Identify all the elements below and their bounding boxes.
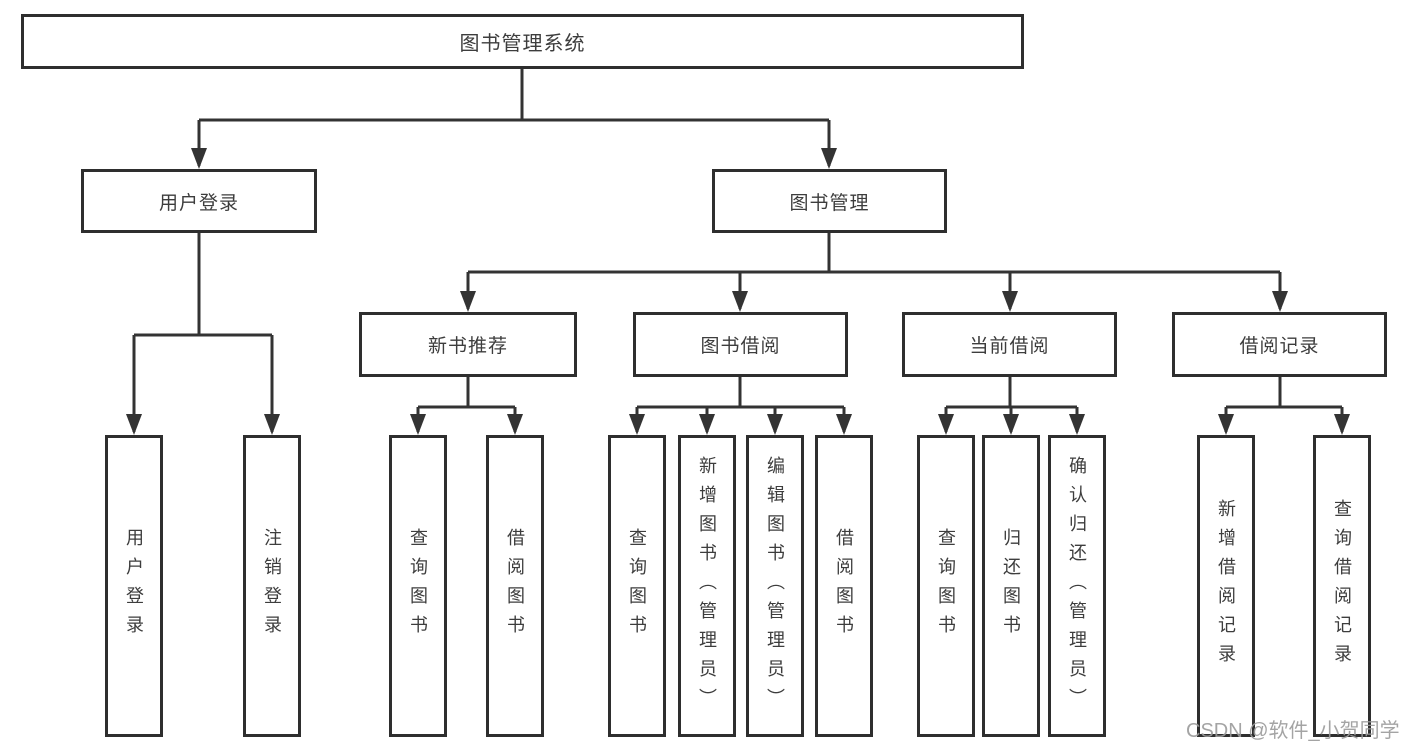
tree-edges [132, 69, 1344, 432]
node-label: 用户登录 [158, 192, 239, 214]
csdn-watermark: CSDN @软件_小贺同学 [1186, 720, 1400, 742]
leaf-borrow-books-recommend: 借阅图书 [486, 435, 544, 737]
leaf-return-books: 归还图书 [982, 435, 1040, 737]
leaf-label: 查询图书 [627, 528, 647, 644]
node-current-borrow: 当前借阅 [902, 312, 1117, 377]
node-borrow-records: 借阅记录 [1172, 312, 1387, 377]
leaf-label: 借阅图书 [505, 528, 525, 644]
node-label: 新书推荐 [427, 336, 508, 357]
node-label: 当前借阅 [969, 336, 1050, 357]
leaf-query-borrow-record: 查询借阅记录 [1313, 435, 1371, 737]
node-book-borrow: 图书借阅 [633, 312, 848, 377]
leaf-label: 确认归还（管理员） [1067, 455, 1087, 717]
leaf-label: 归还图书 [1001, 528, 1021, 644]
leaf-label: 编辑图书（管理员） [765, 455, 785, 717]
leaf-logout: 注销登录 [243, 435, 301, 737]
leaf-borrow-books: 借阅图书 [815, 435, 873, 737]
leaf-label: 新增借阅记录 [1216, 499, 1236, 673]
node-library-management-system: 图书管理系统 [21, 14, 1024, 69]
node-book-management: 图书管理 [712, 169, 947, 233]
leaf-add-borrow-record: 新增借阅记录 [1197, 435, 1255, 737]
leaf-user-login: 用户登录 [105, 435, 163, 737]
leaf-query-books-current: 查询图书 [917, 435, 975, 737]
leaf-label: 查询借阅记录 [1332, 499, 1352, 673]
leaf-label: 查询图书 [408, 528, 428, 644]
node-user-login: 用户登录 [81, 169, 317, 233]
node-new-book-recommend: 新书推荐 [359, 312, 577, 377]
node-label: 图书借阅 [700, 336, 781, 357]
leaf-edit-books-admin: 编辑图书（管理员） [746, 435, 804, 737]
node-label: 图书管理系统 [459, 33, 586, 55]
leaf-label: 用户登录 [124, 528, 144, 644]
node-label: 借阅记录 [1239, 336, 1320, 357]
leaf-label: 查询图书 [936, 528, 956, 644]
leaf-label: 注销登录 [262, 528, 282, 644]
leaf-confirm-return-admin: 确认归还（管理员） [1048, 435, 1106, 737]
leaf-query-books-borrow: 查询图书 [608, 435, 666, 737]
leaf-query-books-recommend: 查询图书 [389, 435, 447, 737]
arrowheads [126, 148, 1350, 435]
leaf-label: 借阅图书 [834, 528, 854, 644]
leaf-label: 新增图书（管理员） [697, 455, 717, 717]
leaf-add-books-admin: 新增图书（管理员） [678, 435, 736, 737]
node-label: 图书管理 [789, 192, 870, 214]
